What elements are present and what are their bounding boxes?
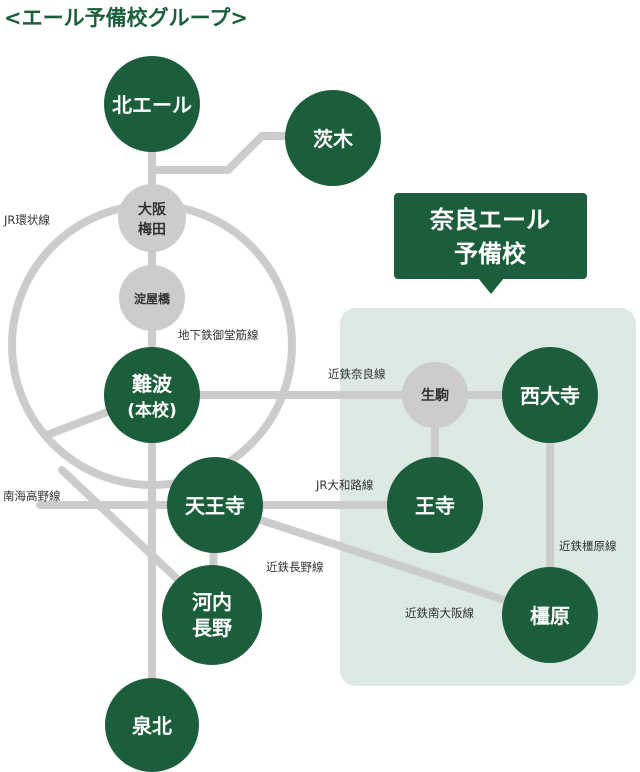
station-oji-label: 王寺 bbox=[415, 494, 455, 518]
nara-ale-callout bbox=[394, 193, 587, 294]
station-namba[interactable] bbox=[104, 347, 200, 443]
station-saidaiji-label: 西大寺 bbox=[520, 384, 580, 408]
line-label-jr-yamatoji: JR大和路線 bbox=[315, 478, 374, 492]
station-tennoji-label: 天王寺 bbox=[185, 494, 245, 518]
station-ibaraki-label: 茨木 bbox=[313, 127, 354, 151]
page-title: <エール予備校グループ> bbox=[4, 6, 248, 30]
station-namba-label-1: 難波 bbox=[132, 372, 173, 396]
station-kawachi-nagano[interactable] bbox=[162, 565, 262, 665]
line-label-kintetsu-kashihara: 近鉄橿原線 bbox=[559, 539, 617, 553]
station-kita-ale-label: 北エール bbox=[112, 93, 192, 117]
line-label-kintetsu-nagano: 近鉄長野線 bbox=[266, 560, 324, 574]
line-label-nankai-koya: 南海高野線 bbox=[3, 489, 61, 503]
line-label-subway-midosuji: 地下鉄御堂筋線 bbox=[178, 328, 259, 342]
callout-label-1: 奈良エール bbox=[429, 206, 550, 234]
station-namba-label-2: (本校) bbox=[127, 400, 177, 421]
line-label-kintetsu-minami-osaka: 近鉄南大阪線 bbox=[405, 606, 474, 620]
hub-ikoma bbox=[402, 362, 468, 428]
station-ibaraki[interactable] bbox=[285, 90, 381, 186]
hub-yodoyabashi-label: 淀屋橋 bbox=[134, 291, 171, 306]
station-kawachi-label-1: 河内 bbox=[192, 590, 232, 614]
line-label-kintetsu-nara: 近鉄奈良線 bbox=[328, 367, 386, 381]
station-kashihara-label: 橿原 bbox=[530, 604, 570, 628]
callout-label-2: 予備校 bbox=[454, 240, 527, 268]
station-senboku[interactable] bbox=[105, 678, 199, 772]
station-oji[interactable] bbox=[387, 457, 483, 553]
line-label-jr-loop: JR環状線 bbox=[3, 213, 50, 227]
station-kawachi-label-2: 長野 bbox=[192, 616, 232, 640]
kintetsu-minami-osaka-line bbox=[211, 501, 554, 619]
station-kashihara[interactable] bbox=[502, 567, 598, 663]
hub-osaka-umeda-label-1: 大阪 bbox=[138, 201, 167, 218]
hub-yodoyabashi bbox=[119, 265, 185, 331]
station-saidaiji[interactable] bbox=[502, 347, 598, 443]
station-tennoji[interactable] bbox=[167, 457, 263, 553]
hub-osaka-umeda-label-2: 梅田 bbox=[138, 221, 166, 238]
hub-osaka-umeda bbox=[118, 184, 186, 252]
hub-ikoma-label: 生駒 bbox=[421, 387, 449, 404]
station-senboku-label: 泉北 bbox=[131, 714, 172, 738]
station-kita-ale[interactable] bbox=[104, 56, 200, 152]
